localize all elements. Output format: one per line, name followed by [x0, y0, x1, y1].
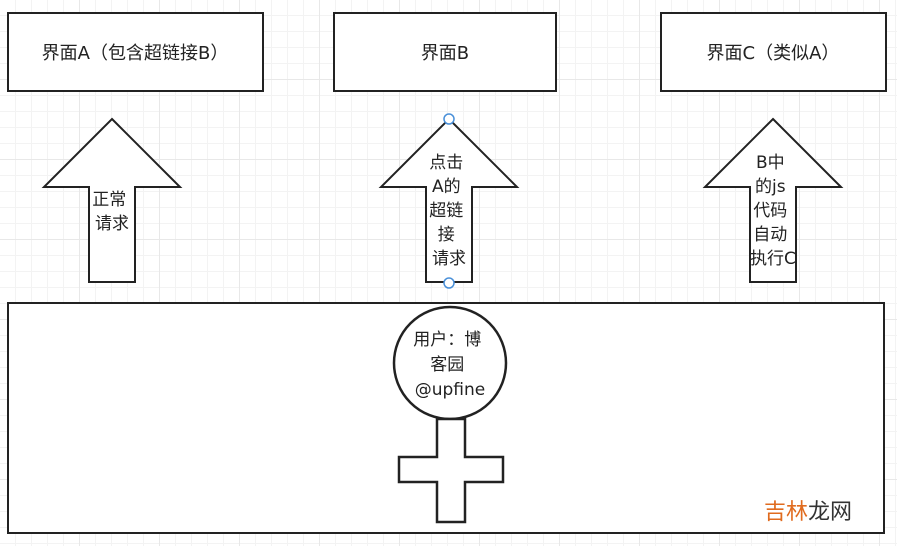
user-line-1: 用户：博	[413, 330, 481, 350]
arrow-click-line-5: 请求	[432, 249, 466, 269]
arrow-normal-line-2: 请求	[95, 214, 129, 234]
interface-a-box	[7, 12, 264, 92]
interface-b-node[interactable]: 界面B	[333, 12, 557, 92]
user-line-3: @upfine	[415, 380, 486, 400]
watermark-part-1: 吉林	[764, 500, 808, 525]
arrow-normal-text: 正常 请求	[92, 190, 131, 234]
selection-handle-top[interactable]	[443, 113, 455, 125]
up-arrow-shape	[702, 117, 844, 283]
watermark-logo: 吉林龙网	[764, 500, 852, 525]
interface-c-box	[660, 12, 887, 92]
arrow-auto-line-4: 自动	[753, 225, 787, 245]
user-label: 用户：博 客园 @upfine	[413, 330, 486, 400]
arrow-auto-text: B中 的js 代码 自动 执行C	[750, 153, 796, 269]
interface-b-label: 界面B	[421, 43, 469, 64]
arrow-click-text: 点击 A的 超链 接 请求	[429, 153, 468, 269]
arrow-auto-line-1: B中	[756, 153, 785, 173]
user-cross-shape	[397, 417, 505, 524]
watermark-part-2: 龙网	[808, 500, 852, 525]
arrow-click-line-3: 超链	[429, 201, 463, 221]
arrow-auto-line-2: 的js	[755, 177, 786, 197]
arrow-click-line-4: 接	[438, 225, 455, 245]
interface-c-label: 界面C（类似A）	[707, 43, 840, 64]
arrow-click-line-2: A的	[432, 177, 461, 197]
selection-handle-bottom[interactable]	[443, 277, 455, 289]
arrow-normal-line-1: 正常	[92, 190, 126, 210]
interface-a-node[interactable]: 界面A（包含超链接B）	[7, 12, 264, 92]
arrow-auto-line-3: 代码	[753, 201, 787, 221]
arrow-normal-request[interactable]: 正常 请求	[41, 117, 183, 283]
arrow-auto-exec[interactable]: B中 的js 代码 自动 执行C	[702, 117, 844, 283]
interface-b-box	[333, 12, 557, 92]
up-arrow-shape	[41, 117, 183, 283]
user-line-2: 客园	[430, 355, 464, 375]
interface-c-node[interactable]: 界面C（类似A）	[660, 12, 887, 92]
arrow-click-line-1: 点击	[429, 153, 463, 173]
arrow-auto-line-5: 执行C	[750, 249, 796, 269]
arrow-click-request[interactable]: 点击 A的 超链 接 请求	[378, 113, 520, 289]
user-figure[interactable]: 用户：博 客园 @upfine	[392, 305, 508, 524]
interface-a-label: 界面A（包含超链接B）	[42, 43, 229, 64]
